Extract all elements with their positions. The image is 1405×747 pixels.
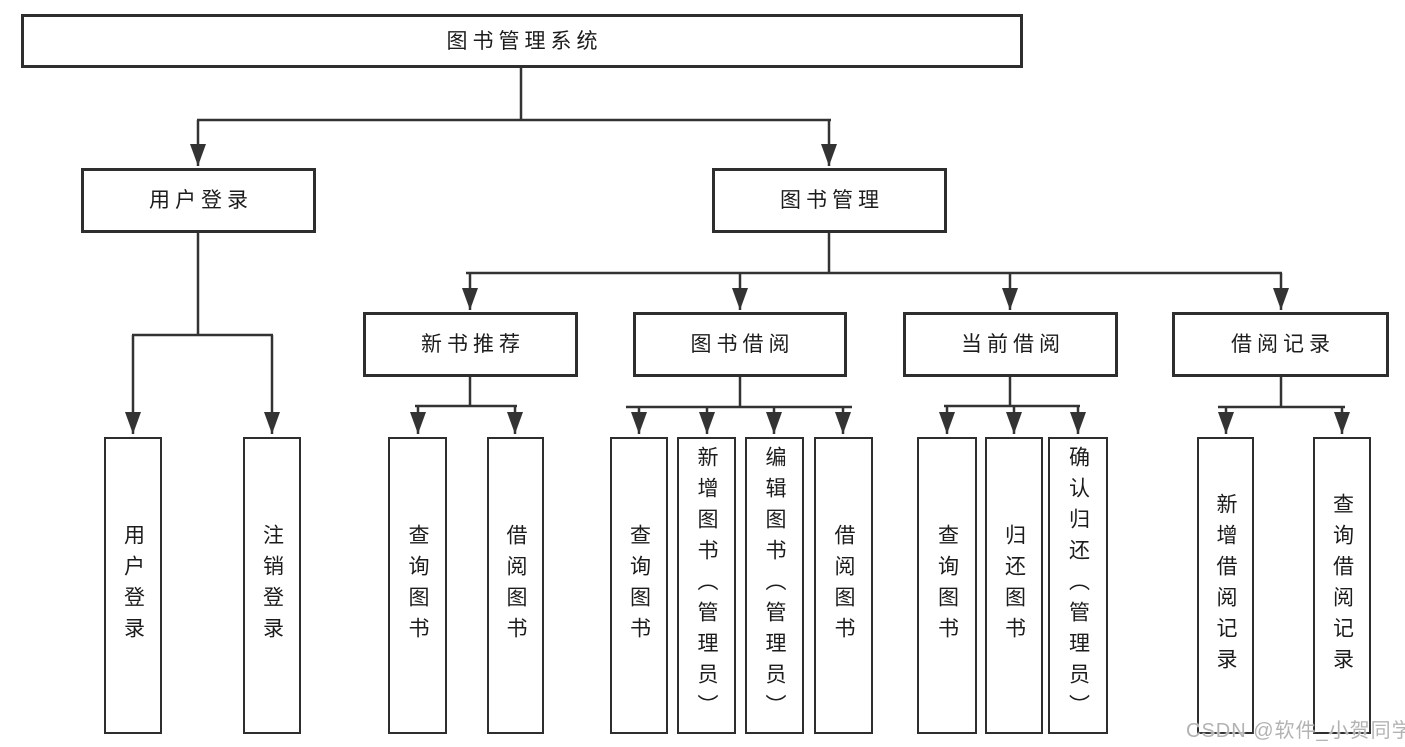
node-label: 图书管理系统 [446, 29, 603, 53]
leaf-confirm-return-admin: 确认归还（管理员） [1048, 437, 1108, 734]
leaf-label: 新增借阅记录 [1214, 492, 1237, 679]
leaf-query-borrow-record: 查询借阅记录 [1313, 437, 1371, 734]
node-new-book-recommend: 新书推荐 [363, 312, 578, 377]
node-root-system: 图书管理系统 [21, 14, 1023, 68]
node-borrowing-records: 借阅记录 [1172, 312, 1389, 377]
leaf-label: 借阅图书 [832, 523, 855, 648]
node-book-management: 图书管理 [712, 168, 947, 233]
node-label: 图书管理 [780, 189, 884, 212]
leaf-label: 借阅图书 [504, 523, 527, 648]
leaf-add-books-admin: 新增图书（管理员） [677, 437, 736, 734]
node-user-login-group: 用户登录 [81, 168, 316, 233]
leaf-label: 用户登录 [121, 523, 145, 648]
leaf-label: 新增图书（管理员） [695, 446, 718, 725]
node-label: 新书推荐 [421, 333, 525, 356]
leaf-add-borrow-record: 新增借阅记录 [1197, 437, 1254, 734]
leaf-user-login: 用户登录 [104, 437, 162, 734]
leaf-label: 归还图书 [1002, 523, 1026, 648]
leaf-label: 查询图书 [935, 523, 959, 648]
leaf-query-books-recommend: 查询图书 [388, 437, 447, 734]
leaf-edit-books-admin: 编辑图书（管理员） [745, 437, 804, 734]
leaf-label: 确认归还（管理员） [1066, 446, 1090, 725]
leaf-label: 查询图书 [406, 523, 429, 648]
node-current-borrowing: 当前借阅 [903, 312, 1118, 377]
node-label: 图书借阅 [690, 333, 795, 356]
leaf-borrow-books-recommend: 借阅图书 [487, 437, 544, 734]
node-label: 用户登录 [149, 189, 253, 212]
leaf-label: 编辑图书（管理员） [763, 446, 786, 725]
leaf-return-books: 归还图书 [985, 437, 1043, 734]
leaf-label: 查询图书 [627, 523, 651, 648]
node-book-borrowing: 图书借阅 [633, 312, 847, 377]
leaf-borrow-books-borrowing: 借阅图书 [814, 437, 873, 734]
leaf-query-books-borrowing: 查询图书 [610, 437, 668, 734]
node-label: 当前借阅 [961, 333, 1065, 356]
leaf-label: 查询借阅记录 [1330, 492, 1354, 679]
csdn-watermark: CSDN @软件_小贺同学 [1186, 720, 1405, 742]
leaf-logout: 注销登录 [243, 437, 301, 734]
node-label: 借阅记录 [1231, 333, 1335, 356]
leaf-query-books-current: 查询图书 [917, 437, 977, 734]
leaf-label: 注销登录 [260, 523, 284, 648]
